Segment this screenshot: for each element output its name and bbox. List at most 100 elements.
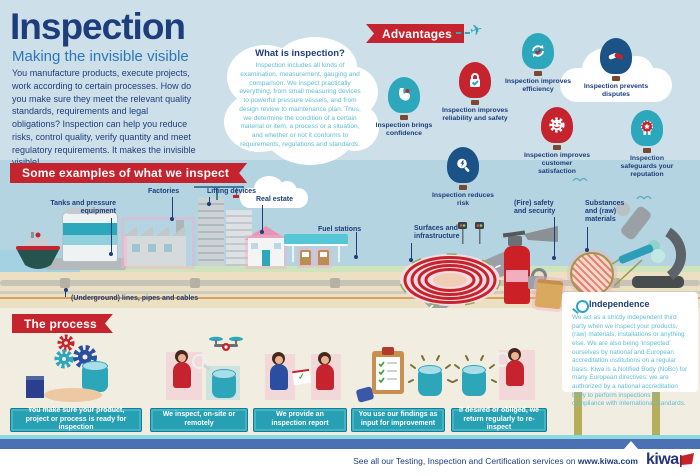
scene-label-lifting: Lifting devices [207,188,257,195]
kiwa-expert-figure [269,352,289,392]
label-line [554,217,555,257]
label-dot [260,230,264,234]
magnifier-icon [495,352,510,367]
balloon-brings-confidence: Inspection brings confidence [369,77,439,138]
kiwa-flag-icon [679,453,694,467]
balloon-label: Inspection reduces risk [432,192,494,208]
microscope [611,202,686,288]
balloon-label: Inspection improves reliability and safe… [441,107,509,123]
fuel-station-post [292,246,294,262]
shine-rays-icon [408,355,453,383]
inspector-figure [172,350,192,390]
balloon-basket [553,145,561,150]
footer-bar [0,439,700,449]
fuel-pump [318,250,329,265]
product-cylinder [82,361,108,392]
teal-strip [0,435,700,439]
house-window [251,243,258,249]
flex-arm-icon [388,77,420,113]
fuel-station-canopy [284,234,348,246]
label-line [356,232,357,256]
balloon-basket [643,148,651,153]
plane-icon: ✈ [468,20,485,41]
inspector-figure [505,348,525,388]
independence-board: Independence We act as a strictly indepe… [562,292,698,407]
step-label-1: You make sure your product, project or p… [10,407,142,432]
what-is-heading: What is inspection? [255,48,345,59]
balloon-customer-satisfaction: Inspection improves customer satisfactio… [522,107,592,176]
smiley-gear-icon [541,107,573,143]
step-label-5: If desired or obliged, we return regular… [451,407,547,432]
house-roof [244,226,288,240]
sample-circle [570,252,614,296]
footer-caption: See all our Testing, Inspection and Cert… [250,456,638,466]
fuel-station-post [338,246,340,262]
label-line [411,243,412,259]
balloon-label: Inspection brings confidence [375,122,433,138]
checklist-clipboard [372,347,404,394]
kiwa-wordmark: kiwa [646,451,679,468]
step-label-3: We provide an inspection report [253,408,347,432]
scene-label-underground: (Underground) lines, pipes and cables [71,295,199,302]
reinspected-cylinder [462,365,486,396]
shine-rays-icon [452,355,497,383]
magnifier-icon [576,300,589,313]
open-hand [44,388,102,402]
plane-dashes [456,32,470,34]
drone-icon [209,336,243,351]
footer-link[interactable]: www.kiwa.com [577,456,638,466]
process-banner: The process [12,314,113,333]
balloon-efficiency: Inspection improves efficiency [503,33,573,94]
balloon-label: Inspection prevents disputes [583,83,649,99]
label-dot [409,258,413,262]
improved-cylinder [418,365,442,396]
independence-heading: Independence [589,299,650,309]
label-dot [585,248,589,252]
lock-check-icon [459,62,491,98]
house [248,238,284,266]
footer-bar-pointer [624,441,638,449]
balloon-basket [459,185,467,190]
page-subtitle: Making the invisible visible [12,48,189,65]
footer-text: See all our Testing, Inspection and Cert… [353,456,576,466]
step-label-2: We inspect, on-site or remotely [150,408,248,432]
scene-label-real-estate: Real estate [256,196,293,203]
step-illustration-report: ✓ [253,330,353,408]
running-track [399,253,501,307]
balloon-label: Inspection improves customer satisfactio… [523,152,591,176]
balloon-label: Inspection improves efficiency [504,78,572,94]
balloon-reduces-risk: Inspection reduces risk [428,147,498,208]
extinguisher-horn [524,226,558,242]
footer-strip [0,449,700,476]
award-icon [631,110,663,146]
what-is-cloud [224,37,379,165]
label-line [587,227,588,249]
scene-label-fire-safety: (Fire) safety and security [514,200,556,216]
balloon-prevents-disputes: Inspection prevents disputes [581,38,651,99]
board-post [574,390,582,436]
label-dot [354,255,358,259]
step-illustration-prepare [0,330,150,408]
scene-label-fuel: Fuel stations [318,226,362,233]
independence-body: We act as a strictly independent third p… [572,314,688,408]
step-illustration-improve [351,330,453,408]
house-door [262,250,270,266]
magnifier-risk-icon [447,147,479,183]
balloon-basket [400,115,408,120]
step-illustration-reinspect [451,330,551,408]
grass-strip [0,266,700,272]
scene-label-surfaces: Surfaces and infrastructure [414,225,460,241]
bird-icon [636,195,652,200]
balloon-safeguards-reputation: Inspection safeguards your reputation [612,110,682,179]
crane-icon [194,186,244,200]
fuel-pump [300,250,311,265]
label-line [172,197,173,217]
board-post [652,390,660,436]
scene-label-tanks: Tanks and pressure equipment [50,200,116,216]
kiwa-logo: kiwa [646,451,696,469]
traffic-light [458,222,484,244]
balloon-basket [471,100,479,105]
balloon-reliability-safety: Inspection improves reliability and safe… [440,62,510,123]
extinguisher-valve [508,236,522,246]
